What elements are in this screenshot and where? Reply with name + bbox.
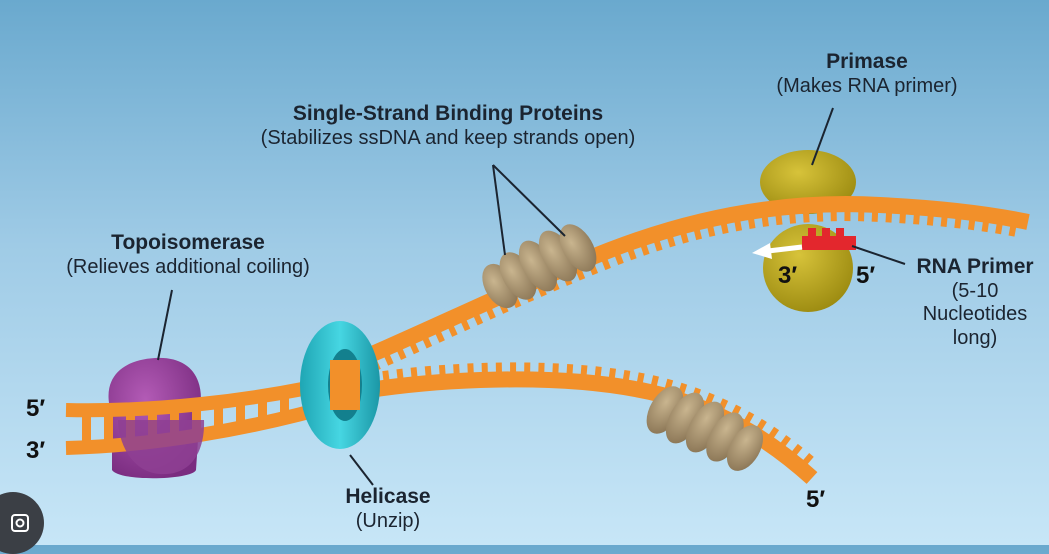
base-tooth: [643, 244, 647, 254]
base-tooth: [428, 366, 429, 377]
end-label-primer-right: 5′: [856, 262, 875, 290]
base-tooth: [765, 216, 766, 227]
helicase-title: Helicase: [318, 485, 458, 510]
base-tooth: [386, 354, 390, 364]
base-tooth: [710, 225, 712, 236]
base-tooth: [450, 326, 455, 336]
base-tooth: [888, 211, 889, 222]
base-tooth: [425, 337, 430, 347]
topoisomerase-title: Topoisomerase: [38, 231, 338, 256]
base-tooth: [555, 363, 556, 374]
base-tooth: [902, 212, 903, 223]
base-tooth: [985, 221, 987, 232]
end-label-left-bottom: 3′: [26, 437, 45, 465]
end-label-primer-left: 3′: [778, 262, 797, 290]
rna-primer-line3: long): [900, 327, 1049, 351]
base-tooth: [1011, 225, 1013, 236]
base-tooth: [737, 220, 739, 231]
base-tooth: [957, 217, 958, 228]
base-tooth: [617, 254, 621, 264]
base-tooth: [654, 376, 657, 387]
ssb-cluster-upper: [475, 218, 604, 314]
base-tooth: [414, 367, 415, 378]
rna-primer: [802, 228, 856, 250]
base-tooth: [656, 240, 659, 250]
ssb-subtitle: (Stabilizes ssDNA and keep strands open): [218, 127, 678, 151]
base-tooth: [792, 213, 793, 224]
base-tooth: [670, 236, 673, 247]
ssb-title: Single-Strand Binding Proteins: [218, 102, 678, 127]
base-tooth: [463, 320, 468, 330]
base-tooth: [385, 371, 386, 382]
base-tooth: [584, 365, 585, 376]
base-tooth: [456, 364, 457, 375]
base-tooth: [916, 213, 917, 224]
base-tooth: [944, 216, 945, 227]
rna-primer-line2: Nucleotides: [900, 303, 1049, 327]
base-tooth: [782, 437, 789, 446]
base-tooth: [640, 373, 642, 384]
base-tooth: [751, 218, 753, 229]
rna-primer-title: RNA Primer: [900, 255, 1049, 280]
base-tooth: [604, 259, 608, 269]
helicase-subtitle: (Unzip): [318, 510, 458, 534]
base-tooth: [746, 413, 751, 423]
base-tooth: [442, 365, 443, 376]
base-tooth: [476, 314, 481, 324]
topoisomerase-subtitle: (Relieves additional coiling): [38, 256, 338, 280]
base-tooth: [683, 232, 686, 243]
base-tooth: [804, 455, 811, 463]
topoisomerase-label: Topoisomerase (Relieves additional coili…: [38, 231, 338, 279]
base-tooth: [793, 446, 800, 455]
lens-icon: [9, 512, 31, 534]
base-tooth: [626, 370, 628, 381]
base-tooth: [412, 343, 417, 353]
base-tooth: [875, 211, 876, 222]
base-tooth: [778, 214, 779, 225]
ssb-label: Single-Strand Binding Proteins (Stabiliz…: [218, 102, 678, 150]
helicase-label: Helicase (Unzip): [318, 485, 458, 533]
primase-title: Primase: [752, 50, 982, 75]
base-tooth: [770, 428, 776, 437]
base-tooth: [399, 369, 400, 380]
base-tooth: [399, 349, 403, 359]
end-label-lower-strand: 5′: [806, 486, 825, 514]
rna-primer-label: RNA Primer (5-10 Nucleotides long): [900, 255, 1049, 351]
primase-label: Primase (Makes RNA primer): [752, 50, 982, 98]
primase-subtitle: (Makes RNA primer): [752, 75, 982, 99]
base-tooth: [998, 223, 1000, 234]
rna-primer-line1: (5-10: [900, 280, 1049, 304]
base-tooth: [569, 364, 570, 375]
base-tooth: [598, 367, 599, 378]
base-tooth: [696, 229, 699, 240]
base-tooth: [806, 211, 807, 222]
helicase-enzyme: [300, 321, 380, 449]
base-tooth: [438, 331, 443, 341]
base-tooth: [971, 219, 972, 230]
ssb-cluster-lower: [639, 380, 770, 477]
base-tooth: [630, 249, 634, 259]
base-tooth: [489, 308, 494, 318]
end-label-left-top: 5′: [26, 395, 45, 423]
base-tooth: [612, 368, 613, 379]
base-tooth: [930, 214, 931, 225]
base-tooth: [724, 223, 726, 234]
